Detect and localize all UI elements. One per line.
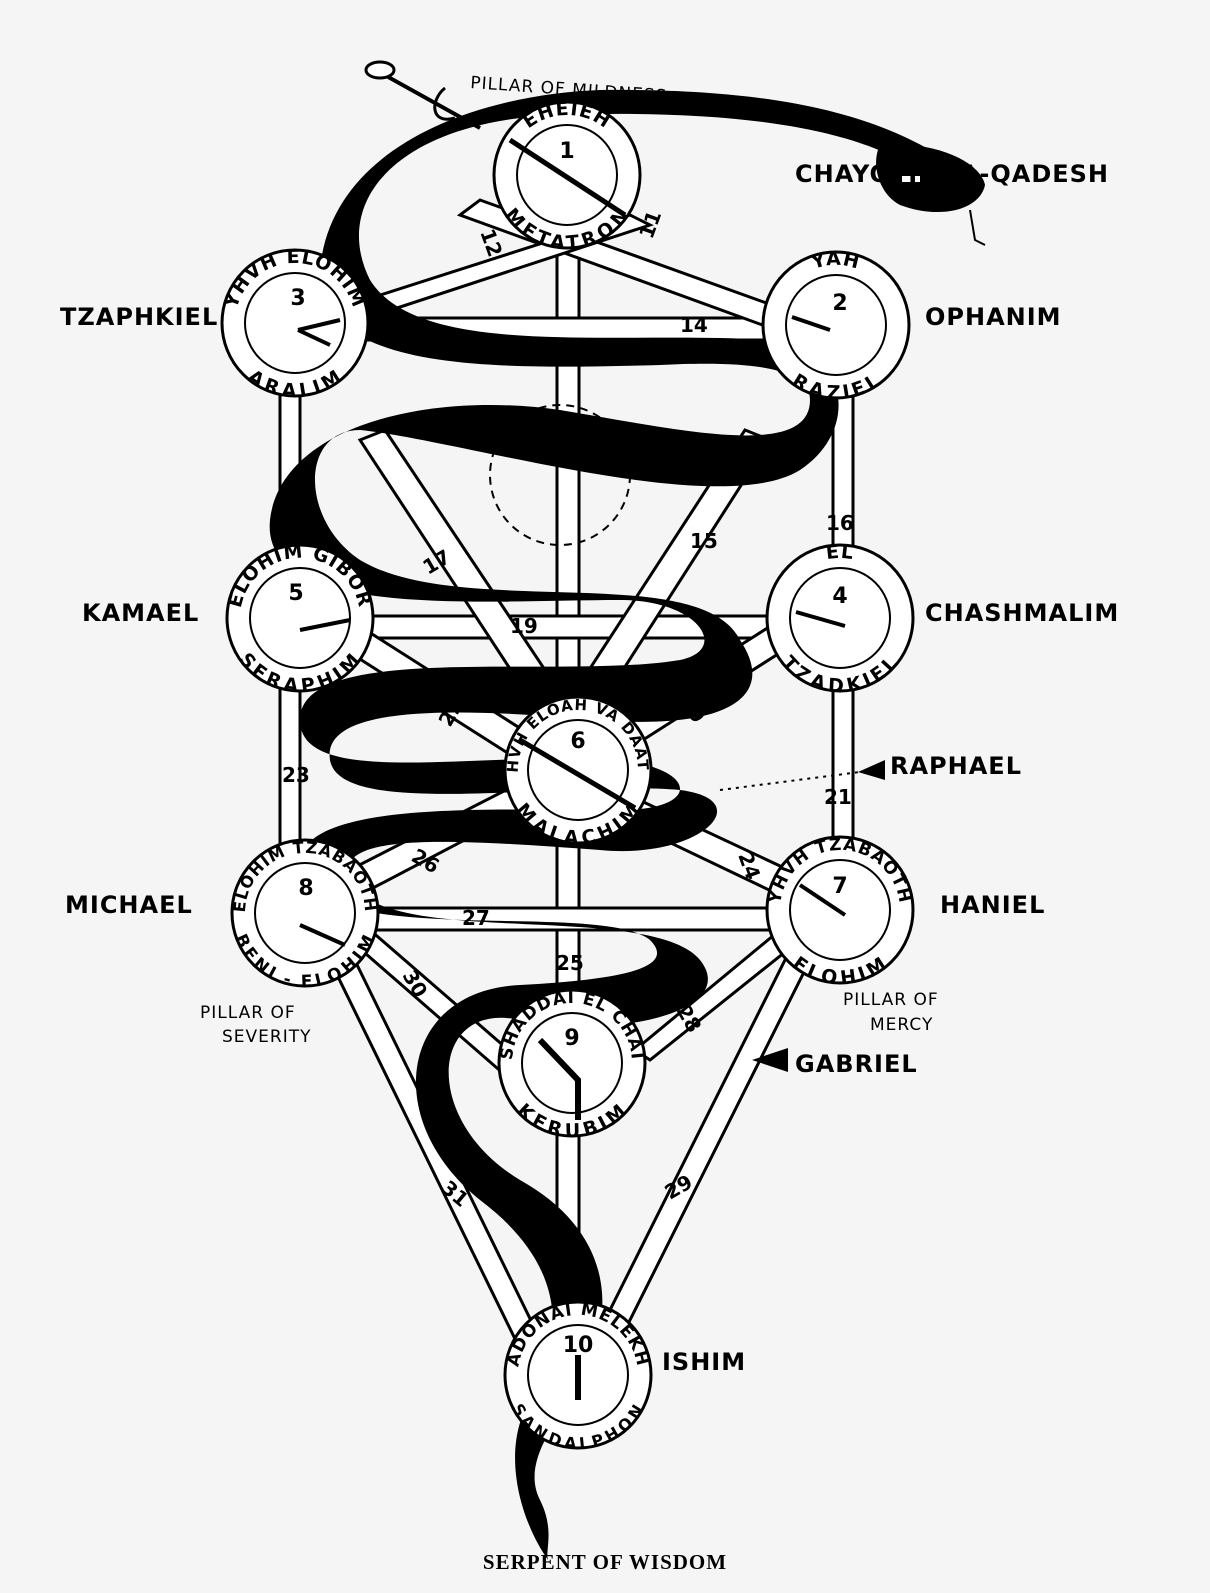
sephira-2-number: 2 <box>832 291 847 316</box>
path-15-number: 15 <box>690 529 718 553</box>
sephira-8-number: 8 <box>298 876 313 901</box>
sephira-10-number: 10 <box>563 1333 594 1358</box>
label-tzaphkiel: TZAPHKIEL <box>60 303 218 331</box>
label-raphael: RAPHAEL <box>890 752 1022 780</box>
path-18-number: 18 <box>282 511 310 535</box>
path-13-number: 13 <box>556 426 584 450</box>
sephira-2 <box>763 252 909 398</box>
label-chayoth: CHAYOTH HA-QADESH <box>795 160 1109 188</box>
label-gabriel: GABRIEL <box>795 1050 918 1078</box>
sephira-4-number: 4 <box>832 584 847 609</box>
label-haniel: HANIEL <box>940 891 1045 919</box>
sword <box>366 62 480 128</box>
path-14-number: 14 <box>680 313 708 337</box>
label-ophanim: OPHANIM <box>925 303 1062 331</box>
sephira-7-number: 7 <box>832 874 847 899</box>
label-michael: MICHAEL <box>65 891 193 919</box>
label-chashmalim: CHASHMALIM <box>925 599 1119 627</box>
sephira-5-number: 5 <box>288 581 303 606</box>
label-pillar-mercy-line1: PILLAR OF <box>843 990 939 1010</box>
path-16-number: 16 <box>826 511 854 535</box>
sephira-9-number: 9 <box>564 1026 579 1051</box>
sephira-6-number: 6 <box>570 729 585 754</box>
sephira-3-number: 3 <box>290 286 305 311</box>
label-pillar-mercy-line2: MERCY <box>870 1015 933 1035</box>
path-11-number: 11 <box>634 207 666 241</box>
label-ishim: ISHIM <box>662 1348 746 1376</box>
diagram-caption: SERPENT OF WISDOM <box>0 1550 1210 1575</box>
path-32-number: 32 <box>560 1257 588 1281</box>
serpent-tongue <box>970 210 985 245</box>
path-23-number: 23 <box>282 763 310 787</box>
path-25-number: 25 <box>556 951 584 975</box>
path-21-number: 21 <box>824 785 852 809</box>
path-27-number: 27 <box>462 906 490 930</box>
label-pillar-severity-line2: SEVERITY <box>222 1027 312 1047</box>
raphael-arrow <box>858 760 885 780</box>
sephira-1-number: 1 <box>559 139 574 164</box>
label-kamael: KAMAEL <box>82 599 199 627</box>
path-19-number: 19 <box>510 614 538 638</box>
label-pillar-severity-line1: PILLAR OF <box>200 1003 296 1023</box>
